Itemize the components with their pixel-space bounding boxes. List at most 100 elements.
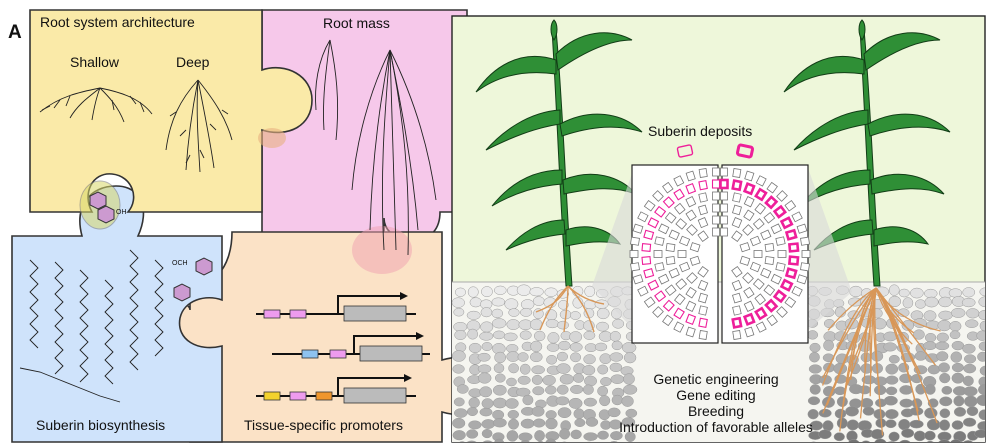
soil-particle: [621, 342, 637, 354]
soil-particle: [966, 308, 980, 319]
soil-particle: [453, 397, 465, 407]
soil-particle: [573, 373, 585, 383]
soil-particle: [477, 372, 492, 384]
root-cell: [787, 242, 800, 253]
soil-particle: [466, 429, 479, 439]
soil-particle: [506, 319, 521, 330]
soil-particle: [584, 375, 597, 387]
root-cell: [712, 203, 720, 213]
soil-particle: [480, 321, 494, 333]
soil-particle: [610, 441, 618, 442]
soil-particle: [811, 441, 816, 442]
soil-particle: [546, 343, 560, 352]
soil-particle: [978, 341, 985, 351]
root-cell: [787, 255, 800, 266]
soil-particle: [584, 285, 596, 298]
soil-particle: [978, 296, 985, 308]
root-cell: [775, 262, 786, 272]
root-cell: [685, 300, 697, 312]
soil-particle: [569, 331, 583, 343]
root-cell: [675, 218, 688, 230]
root-cell: [731, 316, 743, 329]
strategy-4: Introduction of favorable alleles: [619, 419, 813, 435]
soil-particle: [823, 318, 835, 329]
root-cell: [664, 284, 677, 296]
soil-particle: [833, 432, 845, 442]
root-cell: [772, 289, 788, 304]
soil-particle: [807, 330, 819, 340]
soil-particle: [481, 342, 493, 351]
soil-particle: [885, 419, 897, 429]
root-cell: [784, 296, 797, 308]
panel-a-letter: A: [8, 22, 22, 43]
root-cell: [754, 202, 766, 215]
root-cell: [630, 262, 640, 272]
root-cell: [679, 235, 691, 247]
root-cell: [675, 278, 688, 290]
root-cell: [685, 209, 697, 222]
root-strand: [827, 287, 877, 331]
soil-particle: [941, 385, 953, 395]
soil-particle: [557, 320, 569, 330]
root-cell: [674, 202, 686, 215]
root-cell: [673, 188, 685, 201]
root-cell: [766, 314, 778, 327]
root-cell: [637, 285, 649, 297]
soil-particle: [834, 306, 846, 318]
root-cell: [637, 211, 649, 223]
soil-particle: [585, 417, 599, 427]
soil-particle: [951, 307, 966, 318]
soil-particle: [913, 329, 925, 340]
root-cell: [731, 217, 743, 229]
soil-particle: [910, 287, 924, 299]
soil-particle: [898, 418, 911, 431]
soil-particle: [517, 375, 531, 385]
root-cell: [698, 305, 708, 316]
root-cell: [641, 256, 652, 265]
root-cell: [742, 272, 754, 284]
soil-particle: [542, 374, 556, 386]
soil-particle: [519, 330, 532, 340]
soil-particle: [963, 440, 974, 442]
root-cell: [755, 175, 767, 187]
soil-particle: [964, 354, 977, 364]
soil-particle: [924, 430, 936, 441]
soil-particle: [888, 295, 902, 308]
soil-particle: [809, 342, 821, 353]
soil-particle: [887, 441, 896, 442]
root-cell: [772, 204, 788, 219]
soil-particle: [508, 418, 519, 430]
soil-particle: [558, 300, 569, 310]
tissue-promoters-title: Tissue-specific promoters: [244, 417, 403, 433]
soil-particle: [623, 384, 638, 395]
soil-particle: [611, 340, 623, 351]
soil-particle: [569, 311, 581, 320]
soil-particle: [477, 364, 492, 374]
soil-particle: [533, 330, 546, 342]
root-cell: [652, 306, 664, 318]
soil-particle: [914, 351, 927, 361]
root-cell: [673, 175, 685, 187]
soil-particle: [874, 385, 887, 396]
root-cell: [697, 230, 709, 243]
root-cell: [731, 230, 743, 243]
root-cell: [698, 292, 708, 304]
root-cell: [719, 178, 729, 190]
soil-particle: [951, 362, 964, 373]
soil-particle: [978, 310, 985, 321]
soil-particle: [466, 310, 481, 320]
root-cell: [720, 227, 728, 237]
soil-particle: [924, 296, 939, 308]
soil-particle: [926, 418, 941, 431]
soil-particle: [586, 441, 592, 442]
soil-particle: [888, 431, 900, 442]
soil-particle: [454, 329, 467, 341]
root-cell: [742, 312, 756, 326]
soil-particle: [846, 419, 859, 431]
soil-particle: [532, 386, 545, 396]
root-cell: [777, 250, 787, 258]
soil-particle: [600, 377, 612, 387]
soil-particle: [494, 285, 507, 295]
root-cell: [662, 299, 675, 312]
soil-particle: [573, 408, 585, 420]
